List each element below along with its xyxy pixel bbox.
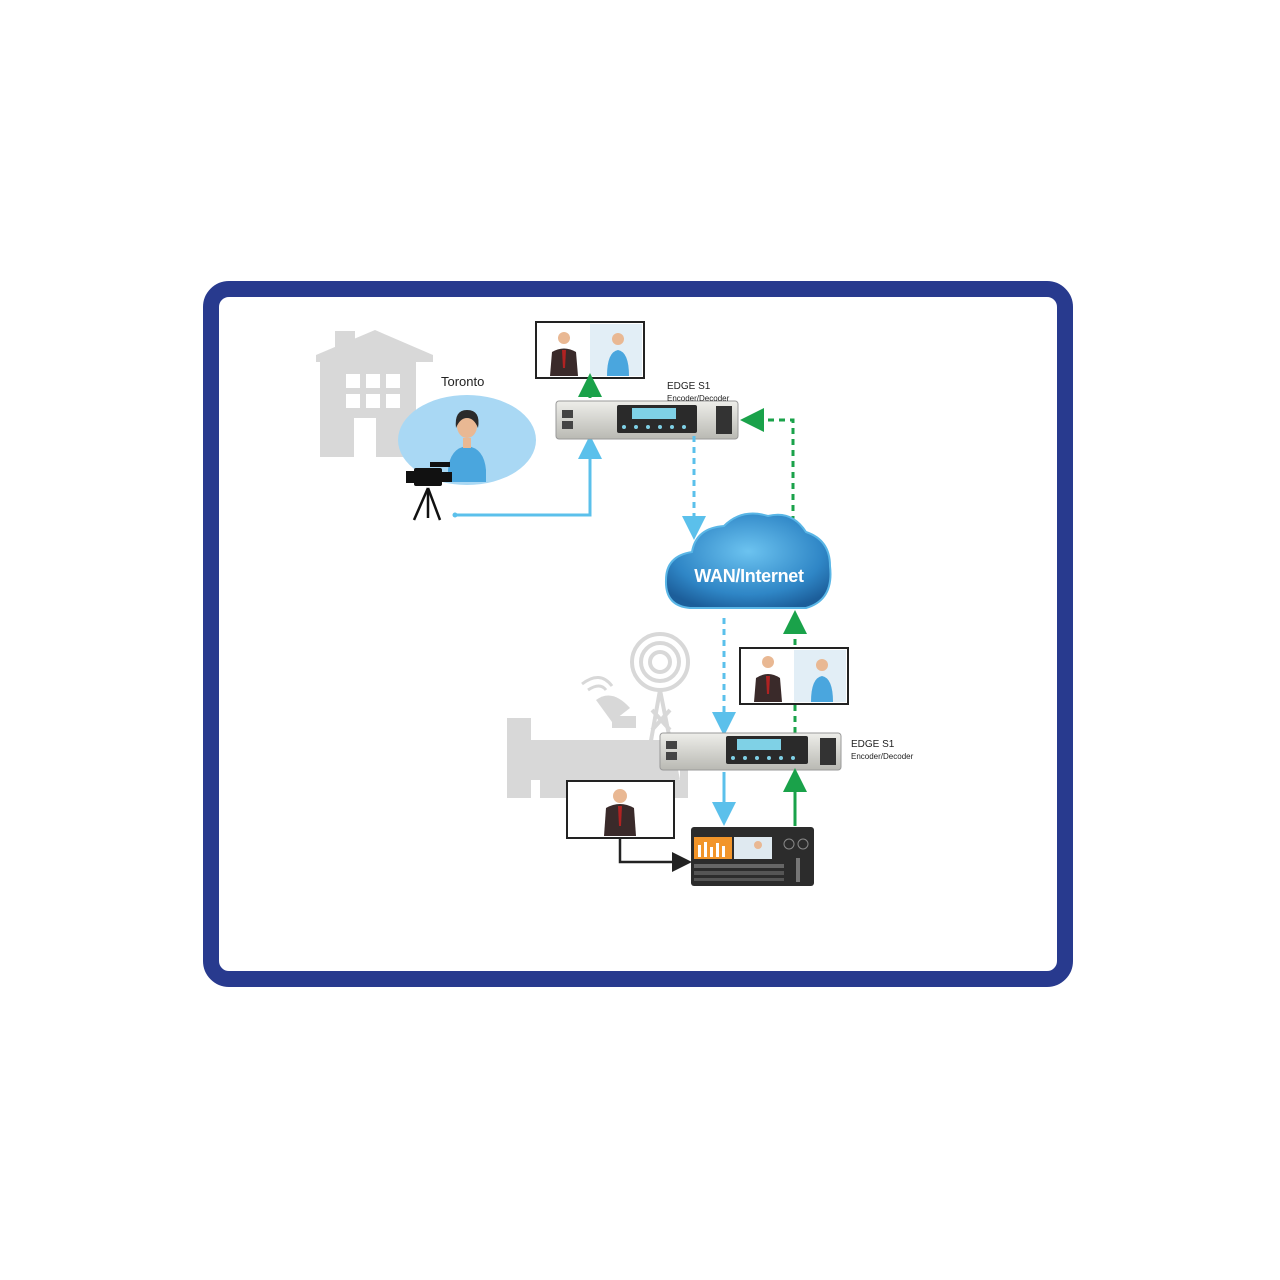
video-camera-icon <box>406 462 452 521</box>
encoder-device-icon <box>659 732 842 771</box>
production-switcher-icon <box>691 827 814 886</box>
device-label-bottom: EDGE S1 Encoder/Decoder <box>851 734 913 761</box>
satellite-dish-icon <box>581 676 636 728</box>
camera-feed-line <box>452 435 602 518</box>
return-stream-top <box>740 408 795 522</box>
local-feed-arrow <box>618 838 692 872</box>
encoder-device-icon <box>555 400 739 440</box>
device-role: Encoder/Decoder <box>851 752 914 761</box>
location-label: Toronto <box>441 374 485 389</box>
monitor-icon <box>739 647 849 705</box>
monitor-icon <box>566 780 675 839</box>
device-name: EDGE S1 <box>667 381 711 392</box>
monitor-icon <box>535 321 645 379</box>
building-icon <box>316 330 433 457</box>
device-name: EDGE S1 <box>851 739 895 750</box>
cloud-icon <box>664 512 832 609</box>
network-label: WAN/Internet <box>694 566 804 586</box>
device-role: Encoder/Decoder <box>667 394 730 403</box>
device-label-top: EDGE S1 Encoder/Decoder <box>667 376 729 403</box>
